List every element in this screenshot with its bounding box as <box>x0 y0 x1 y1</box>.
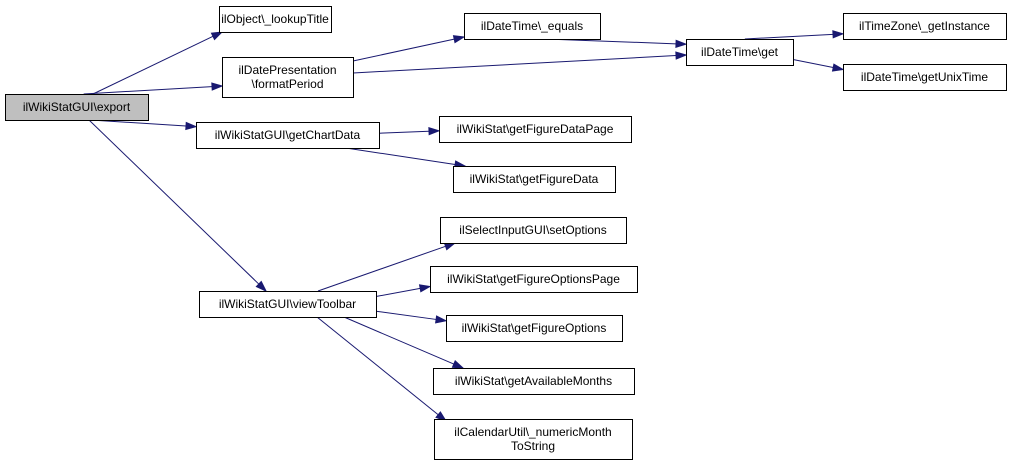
node-box-formatPeriod <box>222 57 354 98</box>
node-label-formatPeriod: \formatPeriod <box>251 77 323 91</box>
arrowhead-viewToolbar-to-getFigureOptions <box>435 315 448 324</box>
edge-viewToolbar-to-getAvailableMonths <box>343 316 455 365</box>
node-getFigureData[interactable]: ilWikiStat\getFigureData <box>453 166 616 193</box>
node-label-getUnixTime: ilDateTime\getUnixTime <box>861 70 988 84</box>
arrowhead-viewToolbar-to-getFigureOptionsPage <box>418 284 432 293</box>
arrowhead-get-to-getInstance <box>832 30 845 39</box>
node-label-getInstance: ilTimeZone\_getInstance <box>859 19 990 33</box>
edge-getChartData-to-getFigureData <box>345 147 456 165</box>
edges-layer <box>83 30 845 422</box>
edge-viewToolbar-to-numericMonthToString <box>316 316 439 416</box>
edge-get-to-getInstance <box>744 33 834 40</box>
node-getUnixTime[interactable]: ilDateTime\getUnixTime <box>843 64 1007 91</box>
edge-export-to-lookupTitle <box>92 35 214 95</box>
node-box-getFigureOptions <box>446 315 623 342</box>
arrowhead-export-to-formatPeriod <box>211 82 224 91</box>
node-box-getFigureData <box>453 166 616 193</box>
node-box-getFigureDataPage <box>439 116 632 143</box>
node-box-lookupTitle <box>219 6 332 33</box>
edge-export-to-viewToolbar <box>88 119 260 285</box>
node-getInstance[interactable]: ilTimeZone\_getInstance <box>843 13 1007 40</box>
node-getFigureDataPage[interactable]: ilWikiStat\getFigureDataPage <box>439 116 632 143</box>
node-label-viewToolbar: ilWikiStatGUI\viewToolbar <box>219 297 356 311</box>
node-label-getFigureOptions: ilWikiStat\getFigureOptions <box>462 321 607 335</box>
node-label-getChartData: ilWikiStatGUI\getChartData <box>215 128 361 142</box>
node-box-viewToolbar <box>199 291 377 318</box>
node-box-export <box>5 94 149 121</box>
node-box-equals <box>464 13 601 40</box>
node-getFigureOptionsPage[interactable]: ilWikiStat\getFigureOptionsPage <box>430 266 638 293</box>
edge-viewToolbar-to-getFigureOptionsPage <box>375 287 421 297</box>
node-label-formatPeriod: ilDatePresentation <box>238 63 336 77</box>
node-viewToolbar[interactable]: ilWikiStatGUI\viewToolbar <box>199 291 377 318</box>
node-label-export: ilWikiStatGUI\export <box>23 100 131 114</box>
node-box-numericMonthToString <box>434 419 633 460</box>
edge-export-to-formatPeriod <box>83 86 213 95</box>
node-setOptions[interactable]: ilSelectInputGUI\setOptions <box>440 217 627 244</box>
edge-get-to-getUnixTime <box>792 59 834 69</box>
node-label-get: ilDateTime\get <box>701 45 779 59</box>
node-label-getFigureData: ilWikiStat\getFigureData <box>470 172 599 186</box>
node-label-equals: ilDateTime\_equals <box>481 19 583 33</box>
node-label-numericMonthToString: ToString <box>511 439 555 453</box>
node-export[interactable]: ilWikiStatGUI\export <box>5 94 149 121</box>
node-get[interactable]: ilDateTime\get <box>686 39 794 66</box>
node-getFigureOptions[interactable]: ilWikiStat\getFigureOptions <box>446 315 623 342</box>
arrowhead-getChartData-to-getFigureDataPage <box>428 127 441 136</box>
edge-viewToolbar-to-setOptions <box>317 245 446 292</box>
edge-formatPeriod-to-equals <box>352 38 455 62</box>
node-label-getFigureDataPage: ilWikiStat\getFigureDataPage <box>457 122 614 136</box>
node-formatPeriod[interactable]: ilDatePresentation\formatPeriod <box>222 57 354 98</box>
edge-formatPeriod-to-get <box>352 55 677 74</box>
arrowhead-export-to-getChartData <box>185 121 198 131</box>
node-getChartData[interactable]: ilWikiStatGUI\getChartData <box>196 122 380 149</box>
nodes-layer: ilWikiStatGUI\export ilObject\_lookupTitl… <box>5 6 1007 460</box>
arrowhead-viewToolbar-to-getAvailableMonths <box>451 359 465 369</box>
node-box-getUnixTime <box>843 64 1007 91</box>
node-box-getChartData <box>196 122 380 149</box>
arrowhead-formatPeriod-to-equals <box>452 35 466 44</box>
node-box-getAvailableMonths <box>433 368 635 395</box>
node-label-setOptions: ilSelectInputGUI\setOptions <box>459 223 606 237</box>
arrowhead-export-to-viewToolbar <box>255 280 268 293</box>
node-equals[interactable]: ilDateTime\_equals <box>464 13 601 40</box>
arrowhead-formatPeriod-to-get <box>675 51 688 60</box>
node-getAvailableMonths[interactable]: ilWikiStat\getAvailableMonths <box>433 368 635 395</box>
node-label-getAvailableMonths: ilWikiStat\getAvailableMonths <box>455 374 612 388</box>
arrowhead-export-to-lookupTitle <box>210 31 224 41</box>
node-label-numericMonthToString: ilCalendarUtil\_numericMonth <box>454 425 611 439</box>
node-box-get <box>686 39 794 66</box>
node-box-getInstance <box>843 13 1007 40</box>
node-box-getFigureOptionsPage <box>430 266 638 293</box>
node-box-setOptions <box>440 217 627 244</box>
arrowhead-get-to-getUnixTime <box>831 63 845 72</box>
edge-viewToolbar-to-getFigureOptions <box>375 310 437 320</box>
edge-getChartData-to-getFigureDataPage <box>378 130 430 134</box>
arrowhead-equals-to-get <box>675 39 688 49</box>
node-label-lookupTitle: ilObject\_lookupTitle <box>221 12 329 26</box>
node-label-getFigureOptionsPage: ilWikiStat\getFigureOptionsPage <box>447 272 620 286</box>
node-lookupTitle[interactable]: ilObject\_lookupTitle <box>219 6 332 33</box>
